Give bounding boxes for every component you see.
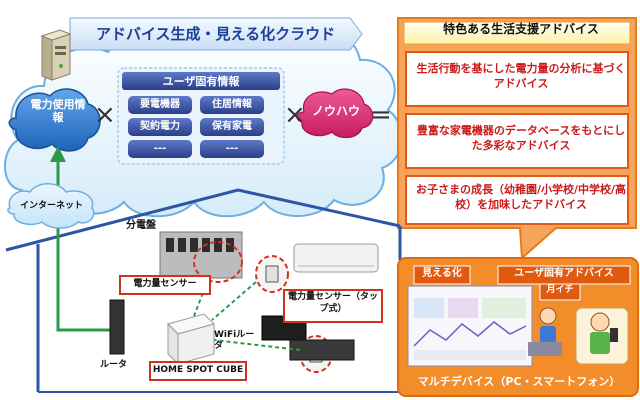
user-info-cell-3: 契約電力 [140,121,180,132]
power-usage-blob [8,88,101,152]
advice-item-box-1 [405,51,629,107]
wifi-router-label: WiFiルータ [214,330,255,351]
user-info-cell-4: 保有家電 [212,121,252,132]
server-icon [40,29,72,81]
meter-sensor-label: 電力量センサー [133,279,197,289]
person-pc-icon [528,307,562,356]
router-icon [109,299,125,355]
hub-label: HOME SPOT CUBE [152,365,244,375]
user-info-cell-6: --- [225,143,239,154]
user-info-cell-2: 住居情報 [212,99,252,110]
user-info-cell-1: 要電機器 [140,99,180,110]
distribution-board-label: 分電盤 [126,220,156,231]
user-info-cell-5: --- [153,143,167,154]
monthly-label: 月イチ [546,285,574,295]
user-info-header [122,72,280,90]
sensor-ring-1 [193,241,243,283]
cloud-title: アドバイス生成・見える化クラウド [96,25,336,43]
air-conditioner [293,243,379,273]
internet-label: インターネット [20,201,84,211]
user-info-cells [128,96,264,158]
tap-sensor-box [283,289,383,323]
knowhow-blob [296,88,374,139]
advice-item-box-3 [405,175,629,225]
user-advice-label: ユーザ固有アドバイス [514,268,614,279]
pc-screen-content [413,298,527,360]
person-phone-icon [575,307,629,365]
multiply-sign-2: × [284,100,306,130]
monthly-tag [539,283,581,301]
upload-arrow-head [50,146,66,162]
advice-item-2: 豊富な家電機器のデータベースをもとにした多彩なアドバイス [416,124,626,152]
advice-item-3: お子さまの成長（幼稚園/小学校/中学校/高校）を加味したアドバイス [415,183,627,211]
visualize-tag [413,265,471,285]
multiply-sign-1: × [94,100,116,130]
internet-cloud [7,183,95,229]
meter-sensor-box [119,275,211,295]
router-label: ルータ [100,360,128,370]
visualize-label: 見える化 [422,268,462,279]
equals-sign: = [370,100,392,130]
hub-box [149,361,247,381]
advice-title-box [403,21,631,45]
home-spot-cube-icon [167,313,215,366]
tap-sensor-label: 電力量センサー（タップ式） [287,292,378,314]
power-usage-label: 電力使用情報 [30,98,86,125]
user-info-title: ユーザ固有情報 [162,75,240,88]
house-roof [5,188,401,252]
recorder-icon [289,339,355,361]
advice-item-1: 生活行動を基にした電力量の分析に基づくアドバイス [416,62,626,90]
advice-item-box-2 [405,113,629,169]
advice-title: 特色ある生活支援アドバイス [443,22,599,36]
knowhow-label: ノウハウ [311,104,360,118]
multi-device-label: マルチデバイス（PC・スマートフォン） [417,375,621,388]
wireless-links [193,279,301,351]
